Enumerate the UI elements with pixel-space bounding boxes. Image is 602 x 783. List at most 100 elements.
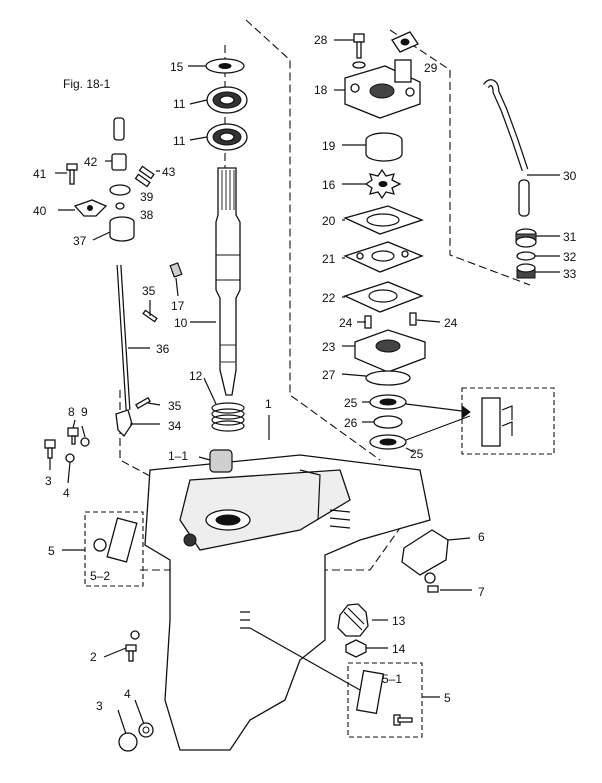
trim-tab-6 <box>401 529 449 593</box>
label-24-left: 24 <box>339 316 353 330</box>
anode-inset-5-1 <box>347 662 423 738</box>
washer-38 <box>115 202 125 210</box>
label-36: 36 <box>156 342 170 356</box>
label-33: 33 <box>563 267 577 281</box>
label-41: 41 <box>33 167 47 181</box>
label-22: 22 <box>322 291 336 305</box>
label-9: 9 <box>81 405 88 419</box>
label-13: 13 <box>392 614 406 628</box>
pump-case-lower-23 <box>354 329 426 373</box>
gasket-20 <box>343 205 424 235</box>
pin-43b <box>134 173 151 188</box>
label-5-upper: 5 <box>48 544 55 558</box>
drive-shaft-10 <box>215 167 241 396</box>
seal-orientation-inset <box>461 387 555 455</box>
insert-cup-19 <box>365 132 403 162</box>
water-pump-assembly <box>343 31 555 455</box>
o-ring-26 <box>373 415 403 429</box>
label-43: 43 <box>162 165 176 179</box>
label-5-2: 5–2 <box>90 569 110 583</box>
oil-seal-25-upper <box>369 394 407 410</box>
label-30: 30 <box>563 169 577 183</box>
o-ring-39 <box>109 184 131 196</box>
callout-labels: Fig. 18-1 15 11 11 10 12 28 29 18 19 16 … <box>33 33 577 713</box>
label-26: 26 <box>344 416 358 430</box>
nut-14 <box>345 639 367 658</box>
label-34: 34 <box>168 419 182 433</box>
leader-lines <box>49 39 560 735</box>
bushing-42 <box>111 153 127 171</box>
o-ring-27 <box>365 370 411 386</box>
bolt-3-upper <box>44 439 56 459</box>
shift-assembly <box>66 117 158 438</box>
grommet-33 <box>516 263 536 279</box>
bushing-1-1 <box>209 449 233 473</box>
label-12: 12 <box>189 369 203 383</box>
label-1: 1 <box>265 397 272 411</box>
label-32: 32 <box>563 250 577 264</box>
label-29: 29 <box>424 61 438 75</box>
fig-reference-label: Fig. 18-1 <box>63 77 111 91</box>
washer-2 <box>130 630 140 640</box>
grommet-31 <box>515 228 537 248</box>
label-42: 42 <box>84 155 98 169</box>
impeller-16 <box>364 168 402 200</box>
pin-43a <box>138 165 155 180</box>
drive-shaft-assembly <box>169 58 248 432</box>
label-37: 37 <box>73 234 87 248</box>
label-24-right: 24 <box>444 316 458 330</box>
bolt-8 <box>67 427 79 445</box>
label-23: 23 <box>322 340 336 354</box>
label-28: 28 <box>314 33 328 47</box>
gasket-22 <box>343 281 424 313</box>
label-38: 38 <box>140 208 154 222</box>
label-40: 40 <box>33 204 47 218</box>
pin-35b <box>135 396 151 410</box>
label-1-1: 1–1 <box>168 449 188 463</box>
label-14: 14 <box>392 642 406 656</box>
seal-32 <box>516 251 536 261</box>
label-5-1: 5–1 <box>382 672 402 686</box>
water-tube-assembly <box>483 79 537 279</box>
label-3-lower: 3 <box>96 699 103 713</box>
label-17: 17 <box>171 299 185 313</box>
label-25-lower: 25 <box>410 447 424 461</box>
washer-4-upper <box>65 453 75 463</box>
label-16: 16 <box>322 178 336 192</box>
bearing-11-upper <box>206 86 248 114</box>
label-15: 15 <box>170 60 184 74</box>
anode-inset-5-2 <box>84 511 144 587</box>
label-19: 19 <box>322 139 336 153</box>
label-8: 8 <box>68 405 75 419</box>
washer-9 <box>80 437 90 447</box>
label-3-upper: 3 <box>45 474 52 488</box>
label-10: 10 <box>174 316 188 330</box>
water-tube-30 <box>518 179 530 217</box>
bolt-2 <box>125 644 137 662</box>
bearing-11-lower <box>206 123 248 151</box>
key-17 <box>169 262 183 278</box>
label-11-upper: 11 <box>173 97 186 111</box>
label-7: 7 <box>478 585 485 599</box>
label-20: 20 <box>322 214 336 228</box>
label-4-lower: 4 <box>124 687 131 701</box>
outer-plate-21 <box>343 241 424 273</box>
oil-seal-25-lower <box>369 434 407 450</box>
label-2: 2 <box>90 650 97 664</box>
washer-7 <box>424 572 436 584</box>
pinion-13 <box>337 603 369 637</box>
washer-28 <box>352 61 366 69</box>
nut-3-lower <box>118 732 138 752</box>
label-39: 39 <box>140 190 154 204</box>
label-5-lower: 5 <box>444 691 451 705</box>
bolt-28 <box>353 33 365 59</box>
bolt-41 <box>66 163 78 185</box>
label-27: 27 <box>322 368 336 382</box>
dowel-24-right <box>409 312 417 326</box>
label-11-lower: 11 <box>173 134 186 148</box>
label-35-lower: 35 <box>168 399 182 413</box>
label-21: 21 <box>322 252 336 266</box>
pump-case-18 <box>344 59 421 119</box>
bolt-7 <box>427 585 439 593</box>
